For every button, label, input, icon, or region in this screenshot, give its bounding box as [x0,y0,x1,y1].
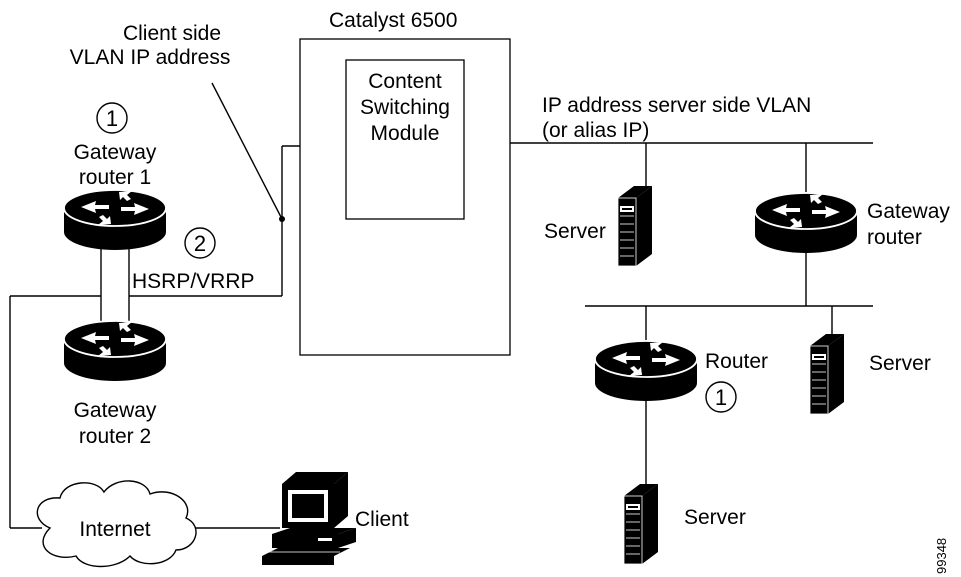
svg-text:1: 1 [106,106,118,131]
internet-label: Internet [79,518,150,541]
gateway-router-1-icon [63,189,167,251]
csm-module [345,59,465,220]
gw2-label-line1: Gateway [74,399,157,422]
callout-gw1: 1 [96,102,128,134]
server-bottom-label: Server [684,506,746,529]
client-vlan-label-line1: Client side [123,22,221,45]
server-icon-right [809,333,845,415]
client-label: Client [355,508,409,531]
gateway-router-right-icon [754,192,858,254]
gw2-label-line2: router 2 [79,425,151,448]
hsrp-label: HSRP/VRRP [132,270,255,293]
gateway-router-right-line1: Gateway [867,200,950,223]
figure-id: 99348 [934,538,949,574]
callout-hsrp: 2 [184,227,216,259]
workstation-icon [262,472,356,565]
connection-lines [9,82,873,529]
server-vlan-label-line2: (or alias IP) [542,119,649,142]
server-right-label: Server [869,352,931,375]
svg-text:1: 1 [715,385,727,410]
router-icon [594,340,698,402]
gw1-label-line2: router 1 [79,166,151,189]
svg-text:2: 2 [194,231,206,256]
server-vlan-label-line1: IP address server side VLAN [542,94,811,117]
gateway-router-2-icon [63,320,167,382]
csm-label-line3: Module [371,122,440,145]
callout-router: 1 [705,381,737,413]
server-icon-bottom [623,483,659,565]
server-top-label: Server [544,220,606,243]
leader-client-vlan [211,82,283,220]
gateway-router-right-line2: router [867,226,922,249]
csm-label-line2: Switching [360,96,450,119]
cloud-icon [36,480,197,568]
vlan-junction-dot [279,216,285,222]
csm-label-line1: Content [368,70,442,93]
gw1-label-line1: Gateway [74,141,157,164]
client-vlan-label-line2: VLAN IP address [70,46,231,69]
catalyst-label: Catalyst 6500 [329,9,457,32]
server-icon-top [617,185,653,267]
router-label: Router [705,350,768,373]
